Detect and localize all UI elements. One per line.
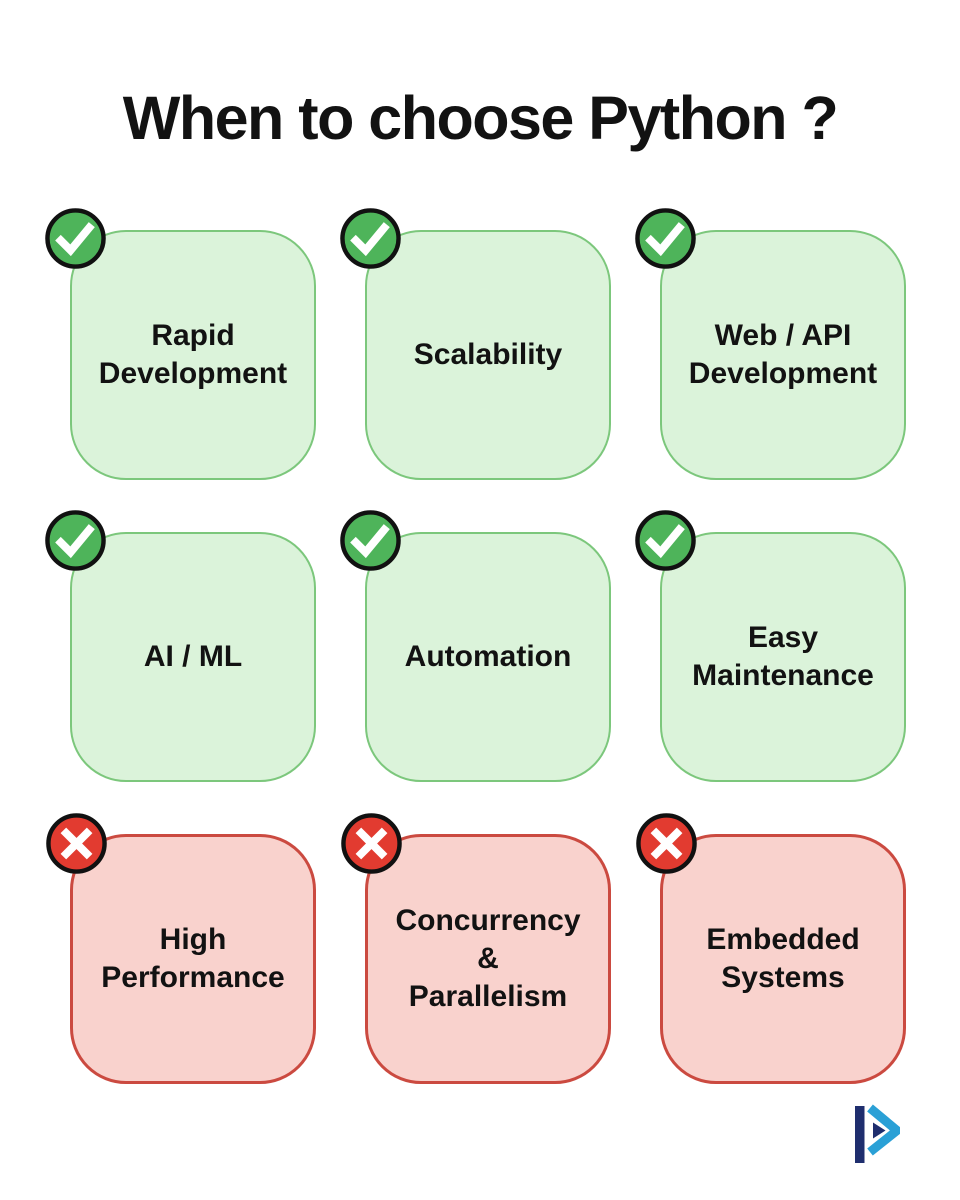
- page-title: When to choose Python ?: [122, 84, 839, 152]
- check-icon: [44, 207, 107, 270]
- check-icon: [634, 207, 697, 270]
- cross-icon: [45, 812, 108, 875]
- card-ai-ml: AI / ML: [45, 510, 316, 782]
- card-automation: Automation: [340, 510, 611, 782]
- check-icon: [339, 207, 402, 270]
- p-arrow-brand-logo-icon: [854, 1101, 900, 1164]
- card-label: Web / API Development: [688, 318, 878, 390]
- card-label: Embedded Systems: [706, 922, 860, 994]
- card-embedded-systems: Embedded Systems: [636, 813, 906, 1084]
- check-icon: [634, 509, 697, 572]
- card-easy-maintenance: Easy Maintenance: [635, 510, 906, 782]
- cross-icon: [340, 812, 403, 875]
- card-label: High Performance: [101, 922, 285, 994]
- card-label: AI / ML: [143, 639, 243, 673]
- card-web-api-development: Web / API Development: [635, 208, 906, 480]
- cross-icon: [635, 812, 698, 875]
- cards-grid: Rapid Development Scalability Web / API …: [45, 208, 960, 1084]
- card-label: Concurrency & Parallelism: [395, 903, 581, 1014]
- card-rapid-development: Rapid Development: [45, 208, 316, 480]
- check-icon: [44, 509, 107, 572]
- card-scalability: Scalability: [340, 208, 611, 480]
- card-label: Easy Maintenance: [692, 620, 874, 692]
- card-concurrency-parallelism: Concurrency & Parallelism: [341, 813, 611, 1084]
- card-label: Scalability: [413, 337, 563, 371]
- card-label: Rapid Development: [98, 318, 288, 390]
- card-label: Automation: [404, 639, 572, 673]
- card-high-performance: High Performance: [46, 813, 316, 1084]
- check-icon: [339, 509, 402, 572]
